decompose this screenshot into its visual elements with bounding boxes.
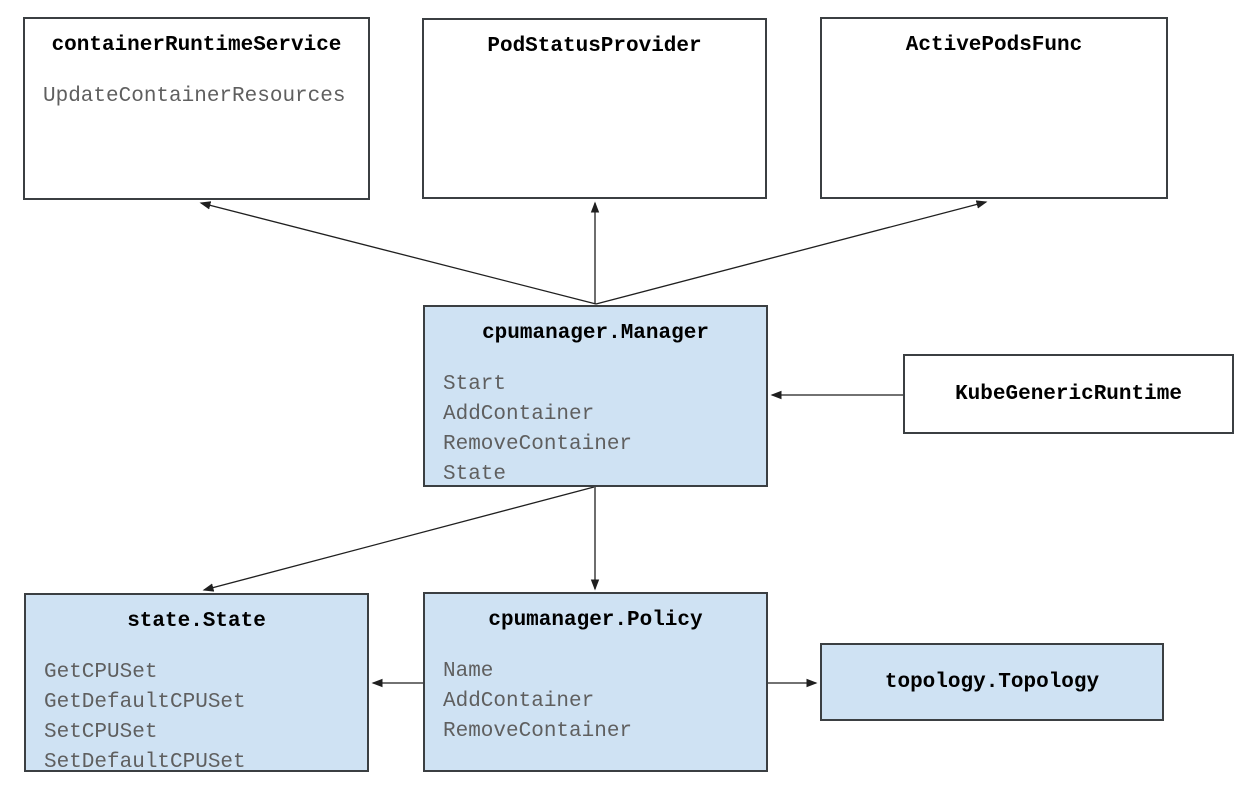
- node-title: cpumanager.Manager: [482, 322, 709, 345]
- node-container-runtime-service: containerRuntimeService UpdateContainerR…: [23, 17, 370, 200]
- node-title: containerRuntimeService: [51, 34, 342, 57]
- method-list: GetCPUSet GetDefaultCPUSet SetCPUSet Set…: [26, 658, 367, 778]
- method-label: AddContainer: [443, 690, 595, 713]
- method-label: RemoveContainer: [443, 720, 633, 743]
- edge-manager-to-active-pods-func: [595, 200, 988, 305]
- method-label: State: [443, 463, 507, 486]
- node-pod-status-provider: PodStatusProvider: [422, 18, 767, 199]
- method-label: GetDefaultCPUSet: [44, 691, 246, 714]
- method-list: Name AddContainer RemoveContainer: [425, 657, 766, 747]
- method-label: Name: [443, 660, 494, 683]
- method-list: Start AddContainer RemoveContainer State: [425, 370, 766, 490]
- method-label: SetCPUSet: [44, 721, 158, 744]
- node-title: cpumanager.Policy: [488, 609, 703, 632]
- node-cpumanager-policy: cpumanager.Policy Name AddContainer Remo…: [423, 592, 768, 772]
- node-title: topology.Topology: [884, 670, 1100, 694]
- method-label: RemoveContainer: [443, 433, 633, 456]
- method-label: GetCPUSet: [44, 661, 158, 684]
- method-label: AddContainer: [443, 403, 595, 426]
- method-label: Start: [443, 373, 507, 396]
- node-active-pods-func: ActivePodsFunc: [820, 17, 1168, 199]
- edge-manager-to-container-runtime-service: [199, 201, 597, 305]
- method-list: UpdateContainerResources: [25, 82, 368, 112]
- method-label: UpdateContainerResources: [43, 85, 346, 108]
- node-state-state: state.State GetCPUSet GetDefaultCPUSet S…: [24, 593, 369, 774]
- node-title: state.State: [127, 610, 266, 633]
- node-kube-generic-runtime: KubeGenericRuntime: [903, 354, 1234, 434]
- node-title: KubeGenericRuntime: [955, 382, 1182, 406]
- node-cpumanager-manager: cpumanager.Manager Start AddContainer Re…: [423, 305, 768, 487]
- node-topology-topology: topology.Topology: [820, 643, 1164, 721]
- node-title: ActivePodsFunc: [905, 34, 1083, 57]
- edge-manager-to-state-state: [202, 486, 595, 592]
- node-title: PodStatusProvider: [487, 35, 702, 58]
- method-label: SetDefaultCPUSet: [44, 751, 246, 774]
